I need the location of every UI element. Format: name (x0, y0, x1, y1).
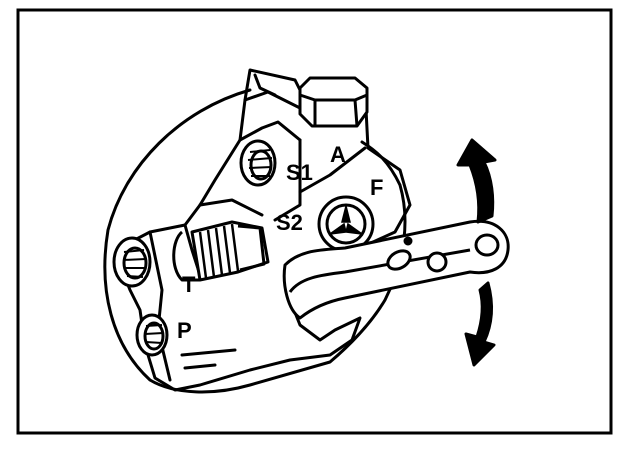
base-flange (103, 88, 407, 394)
body-ridge-3 (253, 73, 277, 97)
label-f: F (370, 175, 383, 200)
body-edge-2 (298, 146, 367, 194)
lever-slot (386, 249, 412, 271)
port-p (135, 313, 169, 357)
diagram-frame (16, 8, 613, 435)
label-s2: S2 (276, 210, 303, 235)
curved-arrow-down-icon (464, 281, 496, 367)
label-a: A (330, 142, 346, 167)
selector-knob (317, 195, 375, 253)
curved-arrow-up-icon (456, 138, 497, 224)
label-p: P (177, 318, 192, 343)
lever-hole-2 (426, 251, 448, 273)
valve-body (118, 68, 412, 392)
hex-bolt (298, 76, 369, 128)
lever-hole-1 (474, 233, 500, 257)
body-edge (273, 138, 302, 222)
body-edge-3 (198, 198, 264, 217)
lower-face (148, 230, 172, 382)
lever-arm (282, 219, 510, 320)
body-ridge-2 (238, 120, 302, 142)
lower-face-line (180, 348, 237, 357)
label-t: T (182, 272, 196, 297)
port-side (112, 236, 152, 288)
threaded-fitting (172, 220, 270, 282)
lower-face-line-2 (183, 363, 217, 370)
port-s1 (239, 139, 277, 187)
label-s1: S1 (286, 160, 313, 185)
